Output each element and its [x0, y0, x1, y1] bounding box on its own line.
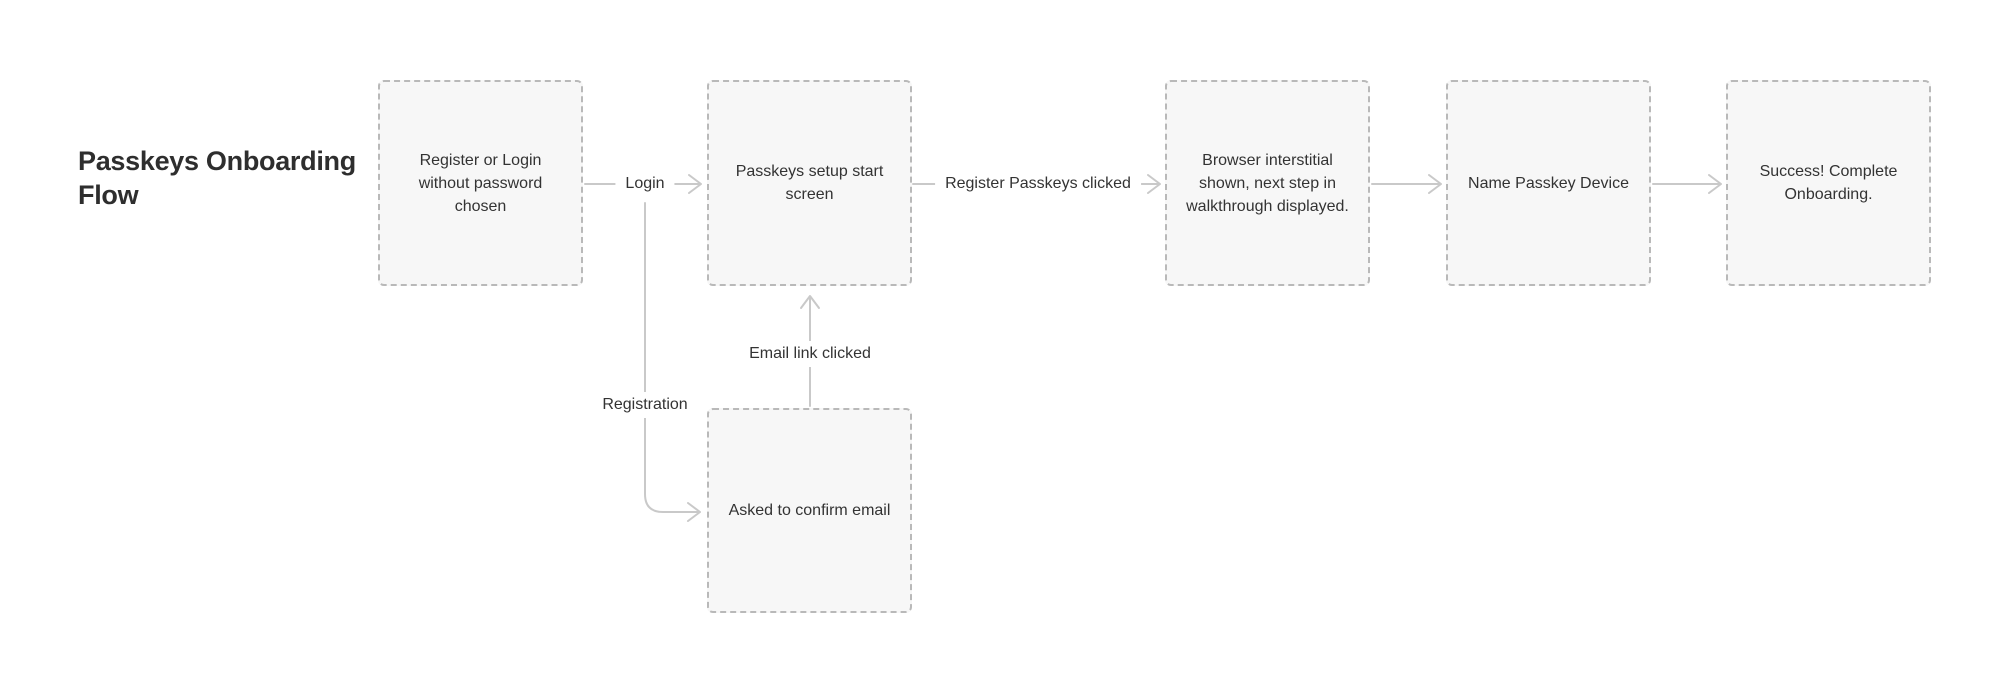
edge-register-passkeys-arrowhead-icon — [1147, 174, 1161, 194]
flow-node-label: Name Passkey Device — [1468, 174, 1629, 192]
edge-registration-line — [644, 202, 700, 513]
flow-node-success-complete[interactable]: Success! Complete Onboarding. — [1726, 80, 1931, 286]
edge-label-registration: Registration — [592, 392, 698, 418]
edge-registration-arrowhead-icon — [687, 502, 701, 522]
edge-label-login: Login — [615, 171, 675, 197]
edge-label-register-passkeys-clicked: Register Passkeys clicked — [935, 171, 1141, 197]
flow-node-browser-interstitial[interactable]: Browser interstitial shown, next step in… — [1165, 80, 1370, 286]
flow-node-passkeys-setup-start[interactable]: Passkeys setup start screen — [707, 80, 912, 286]
flow-node-register-or-login[interactable]: Register or Login without password chose… — [378, 80, 583, 286]
flow-node-label: Asked to confirm email — [728, 502, 891, 519]
page-title: Passkeys Onboarding Flow — [78, 146, 356, 210]
edge-name-to-success-arrowhead-icon — [1708, 174, 1722, 194]
flow-node-label: Register or Login without password chose… — [418, 151, 543, 215]
edge-interstitial-to-name-arrowhead-icon — [1428, 174, 1442, 194]
edge-email-link-arrowhead-icon — [800, 295, 820, 309]
flow-node-label: Success! Complete Onboarding. — [1759, 163, 1898, 203]
edge-login-arrowhead-icon — [688, 174, 702, 194]
edge-label-email-link-clicked: Email link clicked — [739, 341, 881, 367]
flow-node-label: Passkeys setup start screen — [735, 163, 884, 203]
flow-node-name-passkey-device[interactable]: Name Passkey Device — [1446, 80, 1651, 286]
flow-node-label: Browser interstitial shown, next step in… — [1186, 151, 1349, 215]
flow-node-asked-confirm-email[interactable]: Asked to confirm email — [707, 408, 912, 613]
